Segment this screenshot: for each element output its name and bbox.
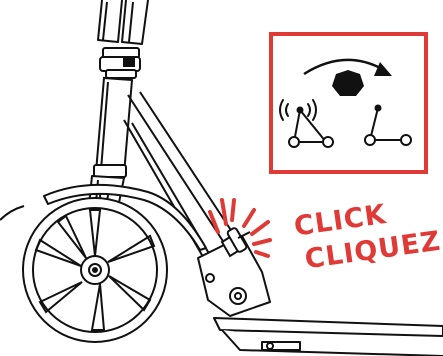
click-callout: CLICK CLIQUEZ [292,192,443,276]
inset-box [271,34,426,172]
front-wheel [23,198,167,342]
wheel-outline-edge [0,206,24,220]
deck [214,318,443,356]
handlebar-stem [98,0,148,44]
folding-clamp [100,48,140,78]
steering-tube [94,78,132,177]
